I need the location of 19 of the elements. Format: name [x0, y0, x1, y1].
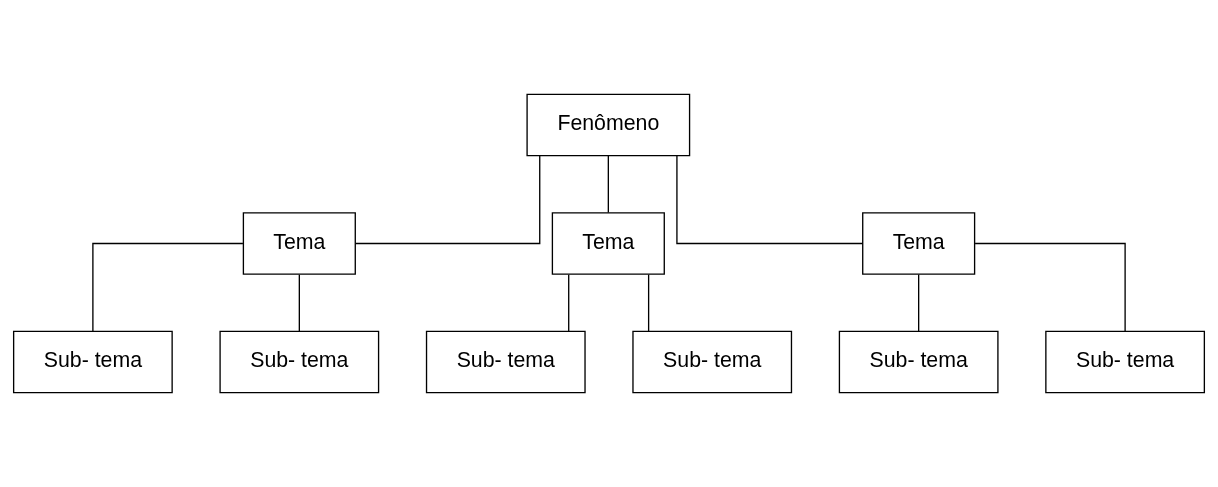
node-box: Tema — [551, 212, 665, 275]
connector — [298, 273, 300, 332]
node-box: Sub- tema — [219, 330, 380, 394]
node-box: Tema — [242, 212, 356, 275]
node-box: Sub- tema — [425, 330, 586, 394]
node-box: Sub- tema — [838, 330, 999, 394]
node-box: Sub- tema — [632, 330, 793, 394]
connector — [92, 242, 244, 332]
connector — [974, 242, 1126, 332]
node-box: Sub- tema — [1045, 330, 1206, 394]
connector — [607, 155, 609, 214]
connector — [676, 155, 864, 245]
node-box: Tema — [862, 212, 976, 275]
node-box: Sub- tema — [12, 330, 173, 394]
connector — [568, 273, 570, 332]
connector — [647, 273, 650, 332]
connector — [355, 155, 541, 245]
connector — [918, 273, 920, 332]
node-box: Fenômeno — [526, 93, 691, 157]
